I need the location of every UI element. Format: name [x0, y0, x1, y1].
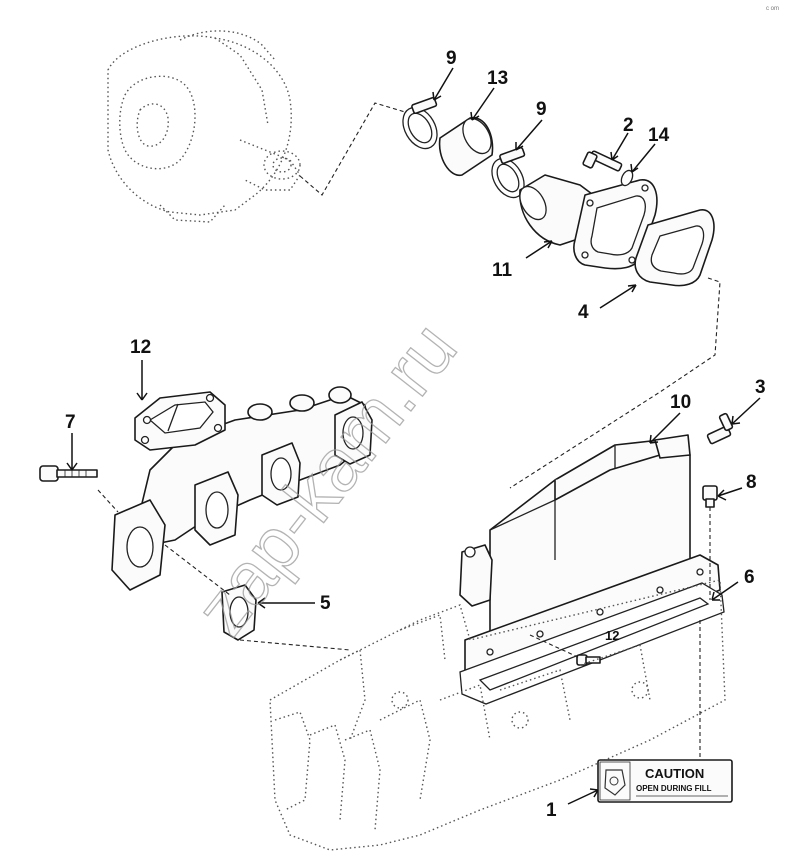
callout-3: 3: [755, 377, 766, 398]
washer-14: [620, 169, 634, 187]
caution-label-1: CAUTION OPEN DURING FILL: [597, 759, 733, 803]
leader-bolt-12: [529, 634, 581, 659]
hose-clamp-9-upper: [402, 96, 438, 150]
callout-9-lower: 9: [536, 99, 547, 120]
corner-mark: c om: [766, 6, 779, 12]
fitting-8: [702, 485, 718, 508]
hose-clamp-9-lower: [491, 146, 526, 199]
leader-gasket-5: [164, 544, 351, 651]
callout-12-manifold: 12: [130, 337, 151, 358]
elbow-tube-11: [519, 174, 658, 270]
turbocharger-ghost: [107, 30, 301, 223]
callout-14: 14: [648, 125, 670, 146]
callout-labels: 9 13 9 2 14 11 4 12 7 10 3 8 6 5 12 1: [65, 48, 766, 821]
callout-arrows: [66, 67, 761, 805]
callout-11: 11: [492, 260, 513, 281]
hose-13: [438, 117, 494, 176]
callout-10: 10: [670, 392, 691, 413]
leader-bolt-7: [97, 489, 119, 513]
callout-12-bolt: 12: [605, 628, 619, 643]
gasket-6: [459, 582, 725, 705]
gasket-5: [221, 584, 257, 641]
callout-2: 2: [623, 115, 634, 136]
gasket-4: [634, 209, 715, 287]
exhaust-manifold-12: [111, 386, 373, 591]
callout-4: 4: [578, 302, 589, 323]
callout-13: 13: [487, 68, 508, 89]
callout-8: 8: [746, 472, 757, 493]
callout-6: 6: [744, 567, 755, 588]
leader-gasket-to-aftercooler: [509, 277, 721, 489]
caution-label-title: CAUTION: [645, 766, 704, 781]
callout-7: 7: [65, 412, 76, 433]
callout-5: 5: [320, 593, 331, 614]
callout-1: 1: [546, 800, 557, 821]
caution-label-subtitle: OPEN DURING FILL: [636, 784, 712, 793]
bolt-7: [39, 465, 98, 482]
bolt-2: [582, 150, 623, 172]
callout-9-upper: 9: [446, 48, 457, 69]
plug-3: [706, 412, 734, 445]
bolt-12-small: [576, 654, 601, 666]
leader-turbo-to-clamp: [299, 102, 406, 196]
